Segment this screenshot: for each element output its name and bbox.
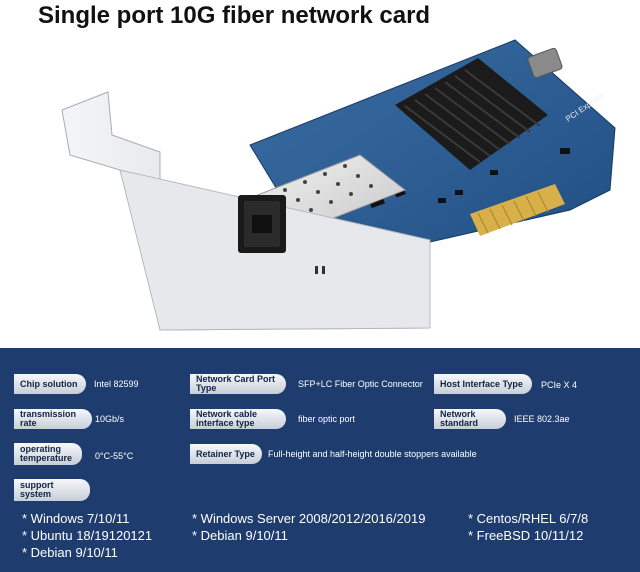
os-item: * Centos/RHEL 6/7/8 xyxy=(468,511,589,526)
spec-value-retainer-type: Full-height and half-height double stopp… xyxy=(268,449,477,459)
spec-label-cable-interface: Network cable interface type xyxy=(190,409,286,429)
spec-label-transmission-rate: transmission rate xyxy=(14,409,92,429)
spec-value-chip-solution: Intel 82599 xyxy=(94,379,139,389)
spec-value-operating-temperature: 0°C-55°C xyxy=(95,451,134,461)
capacitor xyxy=(527,47,563,79)
spec-label-host-interface: Host Interface Type xyxy=(434,374,532,394)
os-item: * Debian 9/10/11 xyxy=(192,528,288,543)
os-item: * Debian 9/10/11 xyxy=(22,545,118,560)
spec-value-port-type: SFP+LC Fiber Optic Connector xyxy=(298,379,423,389)
spec-label-retainer-type: Retainer Type xyxy=(190,444,262,464)
spec-value-cable-interface: fiber optic port xyxy=(298,414,356,424)
os-item: * Ubuntu 18/19120121 xyxy=(22,528,153,543)
os-item: * Windows 7/10/11 xyxy=(22,511,130,526)
spec-value-host-interface: PCIe X 4 xyxy=(541,380,578,390)
spec-label-operating-temperature: operating temperature xyxy=(14,443,82,465)
page-title: Single port 10G fiber network card xyxy=(38,2,431,29)
os-item: * Windows Server 2008/2012/2016/2019 xyxy=(192,511,426,526)
spec-label-port-type: Network Card Port Type xyxy=(190,374,286,394)
spec-value-network-standard: IEEE 802.3ae xyxy=(514,414,570,424)
support-system-label: support system xyxy=(14,479,90,501)
network-card-photo: PCI Express xyxy=(61,39,616,331)
specifications-panel: Chip solution Intel 82599 Network Card P… xyxy=(0,348,640,572)
spec-value-transmission-rate: 10Gb/s xyxy=(95,414,125,424)
spec-label-network-standard: Network standard xyxy=(434,409,506,429)
heatsink xyxy=(395,58,548,170)
spec-label-chip-solution: Chip solution xyxy=(14,374,86,394)
mounting-bracket xyxy=(61,91,431,331)
gold-connector xyxy=(470,184,565,236)
os-item: * FreeBSD 10/11/12 xyxy=(468,528,584,543)
